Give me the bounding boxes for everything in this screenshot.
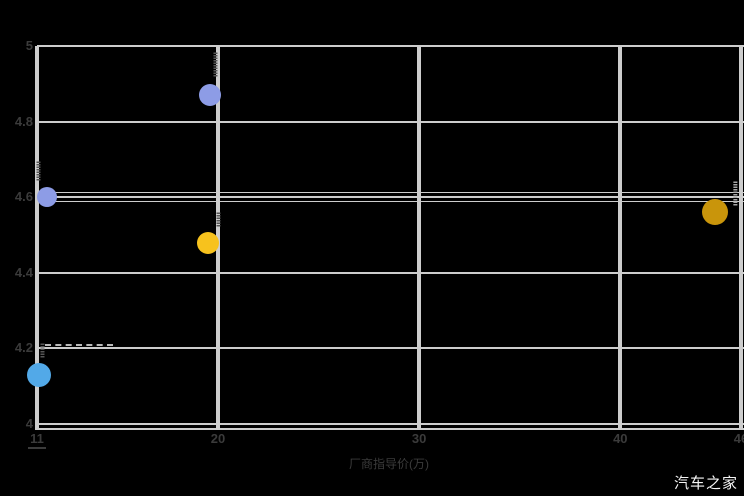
- horizontal-gridline: [37, 271, 744, 274]
- horizontal-gridline: [37, 347, 744, 350]
- vertical-gridline: [417, 46, 422, 430]
- horizontal-gridline: [37, 423, 744, 425]
- data-point[interactable]: [701, 199, 728, 226]
- vertical-gridline: [739, 46, 743, 430]
- data-point-label: 〓〓〓〓: [35, 161, 42, 182]
- x-tick-label: 30: [399, 431, 439, 446]
- data-point[interactable]: [37, 187, 58, 208]
- bottom-axis-line: [37, 428, 744, 430]
- y-tick-label: 4.2: [14, 340, 33, 356]
- x-tick-label: 40: [600, 431, 640, 446]
- horizontal-gridline-thin: [37, 201, 744, 203]
- horizontal-gridline: [37, 45, 744, 47]
- data-point[interactable]: [27, 362, 51, 387]
- x-tick-text: 11: [28, 431, 46, 449]
- vertical-gridline: [35, 46, 39, 430]
- x-tick-text: 20: [210, 431, 226, 446]
- x-tick-label: 11: [17, 431, 57, 449]
- x-tick-text: 30: [411, 431, 427, 446]
- data-point-label: 〓〓〓: [214, 211, 221, 227]
- vertical-gridline: [618, 46, 623, 430]
- y-tick-label: 4.8: [14, 113, 33, 129]
- x-tick-label: 46: [721, 431, 744, 446]
- dashed-annotation-line: [45, 344, 113, 347]
- y-tick-label: 5: [25, 38, 33, 53]
- x-axis-title: 厂商指导价(万): [349, 457, 429, 471]
- y-tick-label: 4.4: [14, 264, 33, 280]
- horizontal-gridline: [37, 196, 744, 199]
- x-tick-text: 46: [733, 431, 744, 446]
- y-tick-label: 4: [25, 416, 33, 431]
- data-point-label: 〓〓〓〓〓: [731, 181, 738, 207]
- data-point-label: 〓〓〓〓〓: [211, 52, 218, 78]
- data-point[interactable]: [198, 84, 221, 107]
- data-point[interactable]: [196, 231, 219, 254]
- horizontal-gridline: [37, 120, 744, 123]
- x-tick-label: 20: [198, 431, 238, 446]
- data-point-label: 〓〓〓: [39, 342, 45, 358]
- x-tick-text: 40: [613, 431, 628, 446]
- horizontal-gridline-thin: [37, 192, 744, 194]
- y-tick-label: 4.6: [14, 189, 33, 205]
- watermark-autohome: 汽车之家: [673, 475, 738, 492]
